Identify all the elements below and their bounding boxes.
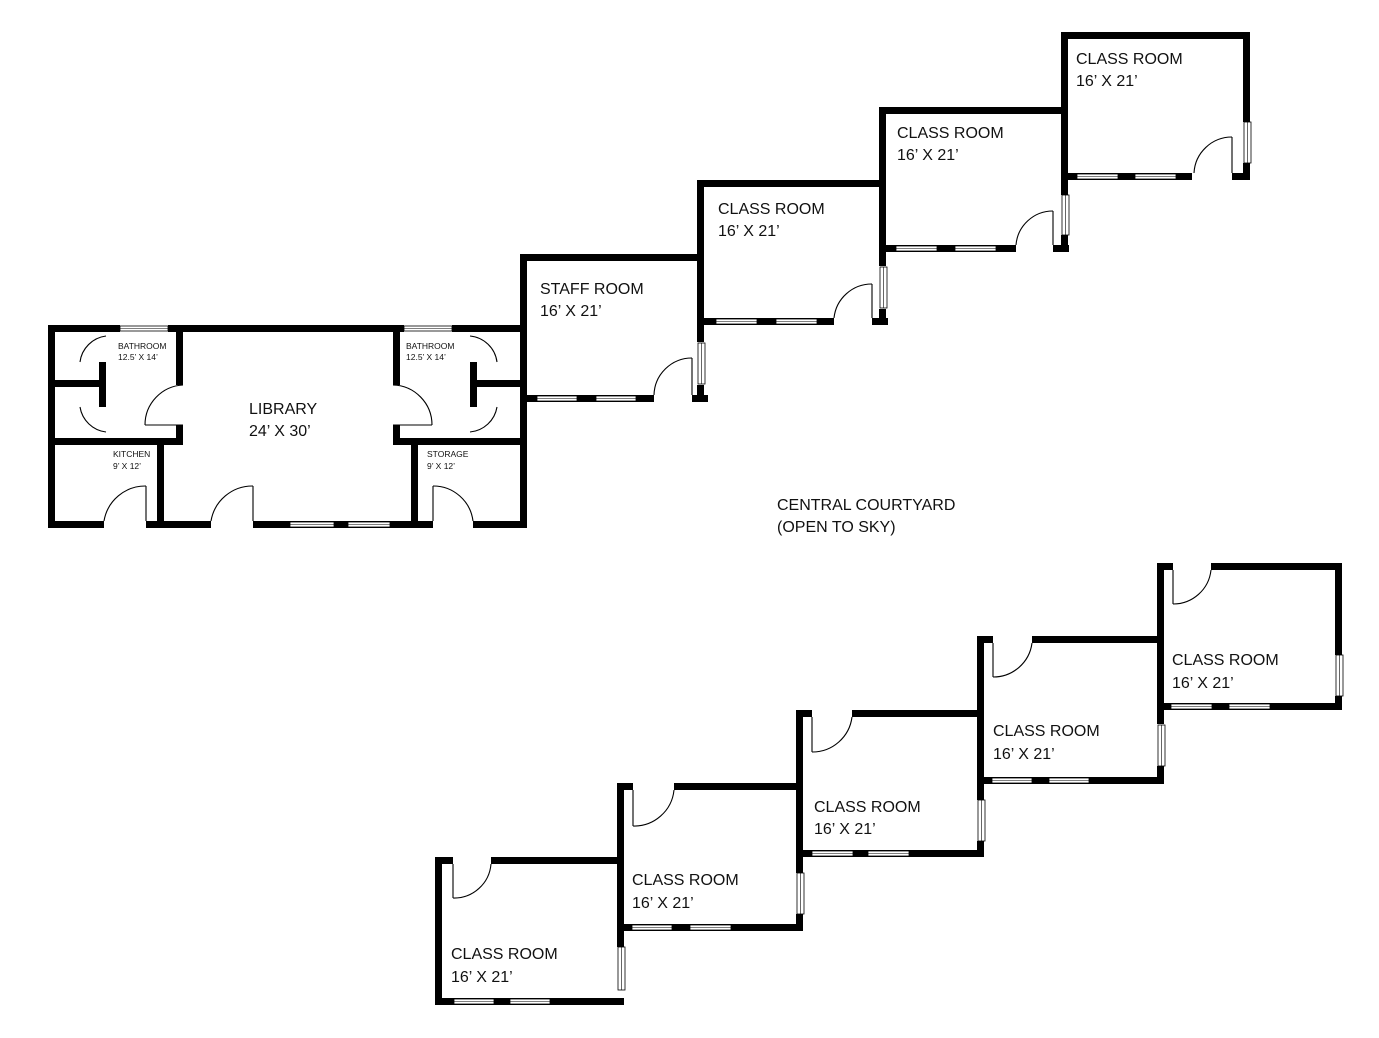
classroom-name: CLASS ROOM <box>718 201 825 218</box>
wall <box>393 438 527 445</box>
lower-classroom-5: CLASS ROOM 16’ X 21’ <box>1157 563 1344 710</box>
wall <box>470 362 477 407</box>
upper-classroom-2: CLASS ROOM 16’ X 21’ <box>879 107 1070 252</box>
door <box>632 789 675 827</box>
staff-room-name: STAFF ROOM <box>540 281 644 298</box>
classroom-size: 16’ X 21’ <box>1172 675 1234 692</box>
classroom-size: 16’ X 21’ <box>993 746 1055 763</box>
door <box>1172 569 1212 605</box>
wall <box>520 325 527 528</box>
upper-classroom-3: CLASS ROOM 16’ X 21’ <box>1061 32 1252 180</box>
wall <box>48 325 55 528</box>
door <box>210 485 254 522</box>
wall <box>146 521 211 528</box>
wall <box>176 325 183 385</box>
wall <box>48 438 183 445</box>
wall <box>470 380 527 387</box>
classroom-name: CLASS ROOM <box>897 125 1004 142</box>
window <box>536 342 706 402</box>
window <box>1076 121 1252 180</box>
window <box>811 799 986 857</box>
wall <box>393 425 400 445</box>
kitchen-size: 9’ X 12’ <box>113 461 141 471</box>
classroom-name: CLASS ROOM <box>814 799 921 816</box>
courtyard-note: (OPEN TO SKY) <box>777 519 896 536</box>
classroom-size: 16’ X 21’ <box>1076 73 1138 90</box>
door <box>1193 136 1233 174</box>
library-block: LIBRARY 24’ X 30’ BATHROOM 12.5’ X 14’ B… <box>48 325 527 528</box>
door <box>833 283 873 319</box>
lower-classroom-4: CLASS ROOM 16’ X 21’ <box>977 636 1166 784</box>
door <box>144 384 184 426</box>
door <box>992 642 1033 678</box>
bathroom-right-name: BATHROOM <box>406 341 454 351</box>
window <box>453 946 626 1005</box>
wall <box>48 380 104 387</box>
storage-name: STORAGE <box>427 449 469 459</box>
staff-room-size: 16’ X 21’ <box>540 303 602 320</box>
door <box>469 335 498 433</box>
kitchen-name: KITCHEN <box>113 449 150 459</box>
bathroom-left-size: 12.5’ X 14’ <box>118 352 158 362</box>
window <box>631 872 805 931</box>
door <box>452 863 492 899</box>
wall <box>253 521 286 528</box>
window <box>715 266 888 325</box>
wall <box>48 521 104 528</box>
classroom-size: 16’ X 21’ <box>814 821 876 838</box>
lower-classroom-2: CLASS ROOM 16’ X 21’ <box>617 783 805 931</box>
classroom-size: 16’ X 21’ <box>897 147 959 164</box>
door <box>103 485 147 522</box>
window <box>403 325 453 332</box>
bathroom-left-name: BATHROOM <box>118 341 166 351</box>
door <box>1015 210 1054 246</box>
door <box>79 335 107 433</box>
lower-classroom-3: CLASS ROOM 16’ X 21’ <box>796 710 986 857</box>
classroom-size: 16’ X 21’ <box>632 895 694 912</box>
window <box>119 325 169 332</box>
classroom-size: 16’ X 21’ <box>718 223 780 240</box>
door <box>653 357 693 396</box>
window <box>895 194 1070 252</box>
storage-size: 9’ X 12’ <box>427 461 455 471</box>
window <box>289 521 391 528</box>
door <box>432 485 474 522</box>
window <box>991 724 1166 784</box>
window <box>1170 654 1344 710</box>
upper-row: STAFF ROOM 16’ X 21’ CLASS ROO <box>520 32 1252 402</box>
classroom-name: CLASS ROOM <box>993 723 1100 740</box>
courtyard-name: CENTRAL COURTYARD <box>777 497 955 514</box>
classroom-name: CLASS ROOM <box>1172 652 1279 669</box>
wall <box>393 325 400 385</box>
wall <box>176 425 183 445</box>
staff-room: STAFF ROOM 16’ X 21’ <box>520 254 708 402</box>
wall <box>286 521 393 528</box>
lower-row: CLASS ROOM 16’ X 21’ CLASS ROO <box>435 563 1344 1005</box>
classroom-name: CLASS ROOM <box>451 946 558 963</box>
classroom-name: CLASS ROOM <box>1076 51 1183 68</box>
bathroom-right-size: 12.5’ X 14’ <box>406 352 446 362</box>
wall <box>99 362 106 407</box>
library-name: LIBRARY <box>249 401 318 418</box>
library-size: 24’ X 30’ <box>249 423 311 440</box>
wall <box>473 521 527 528</box>
classroom-size: 16’ X 21’ <box>451 969 513 986</box>
wall <box>157 438 164 528</box>
wall <box>452 325 527 332</box>
classroom-name: CLASS ROOM <box>632 872 739 889</box>
door <box>392 384 433 426</box>
lower-classroom-1: CLASS ROOM 16’ X 21’ <box>435 857 626 1005</box>
wall <box>168 325 404 332</box>
upper-classroom-1: CLASS ROOM 16’ X 21’ <box>697 180 888 325</box>
wall <box>48 325 120 332</box>
door <box>811 716 853 753</box>
wall <box>411 438 418 528</box>
courtyard: CENTRAL COURTYARD (OPEN TO SKY) <box>777 497 955 536</box>
